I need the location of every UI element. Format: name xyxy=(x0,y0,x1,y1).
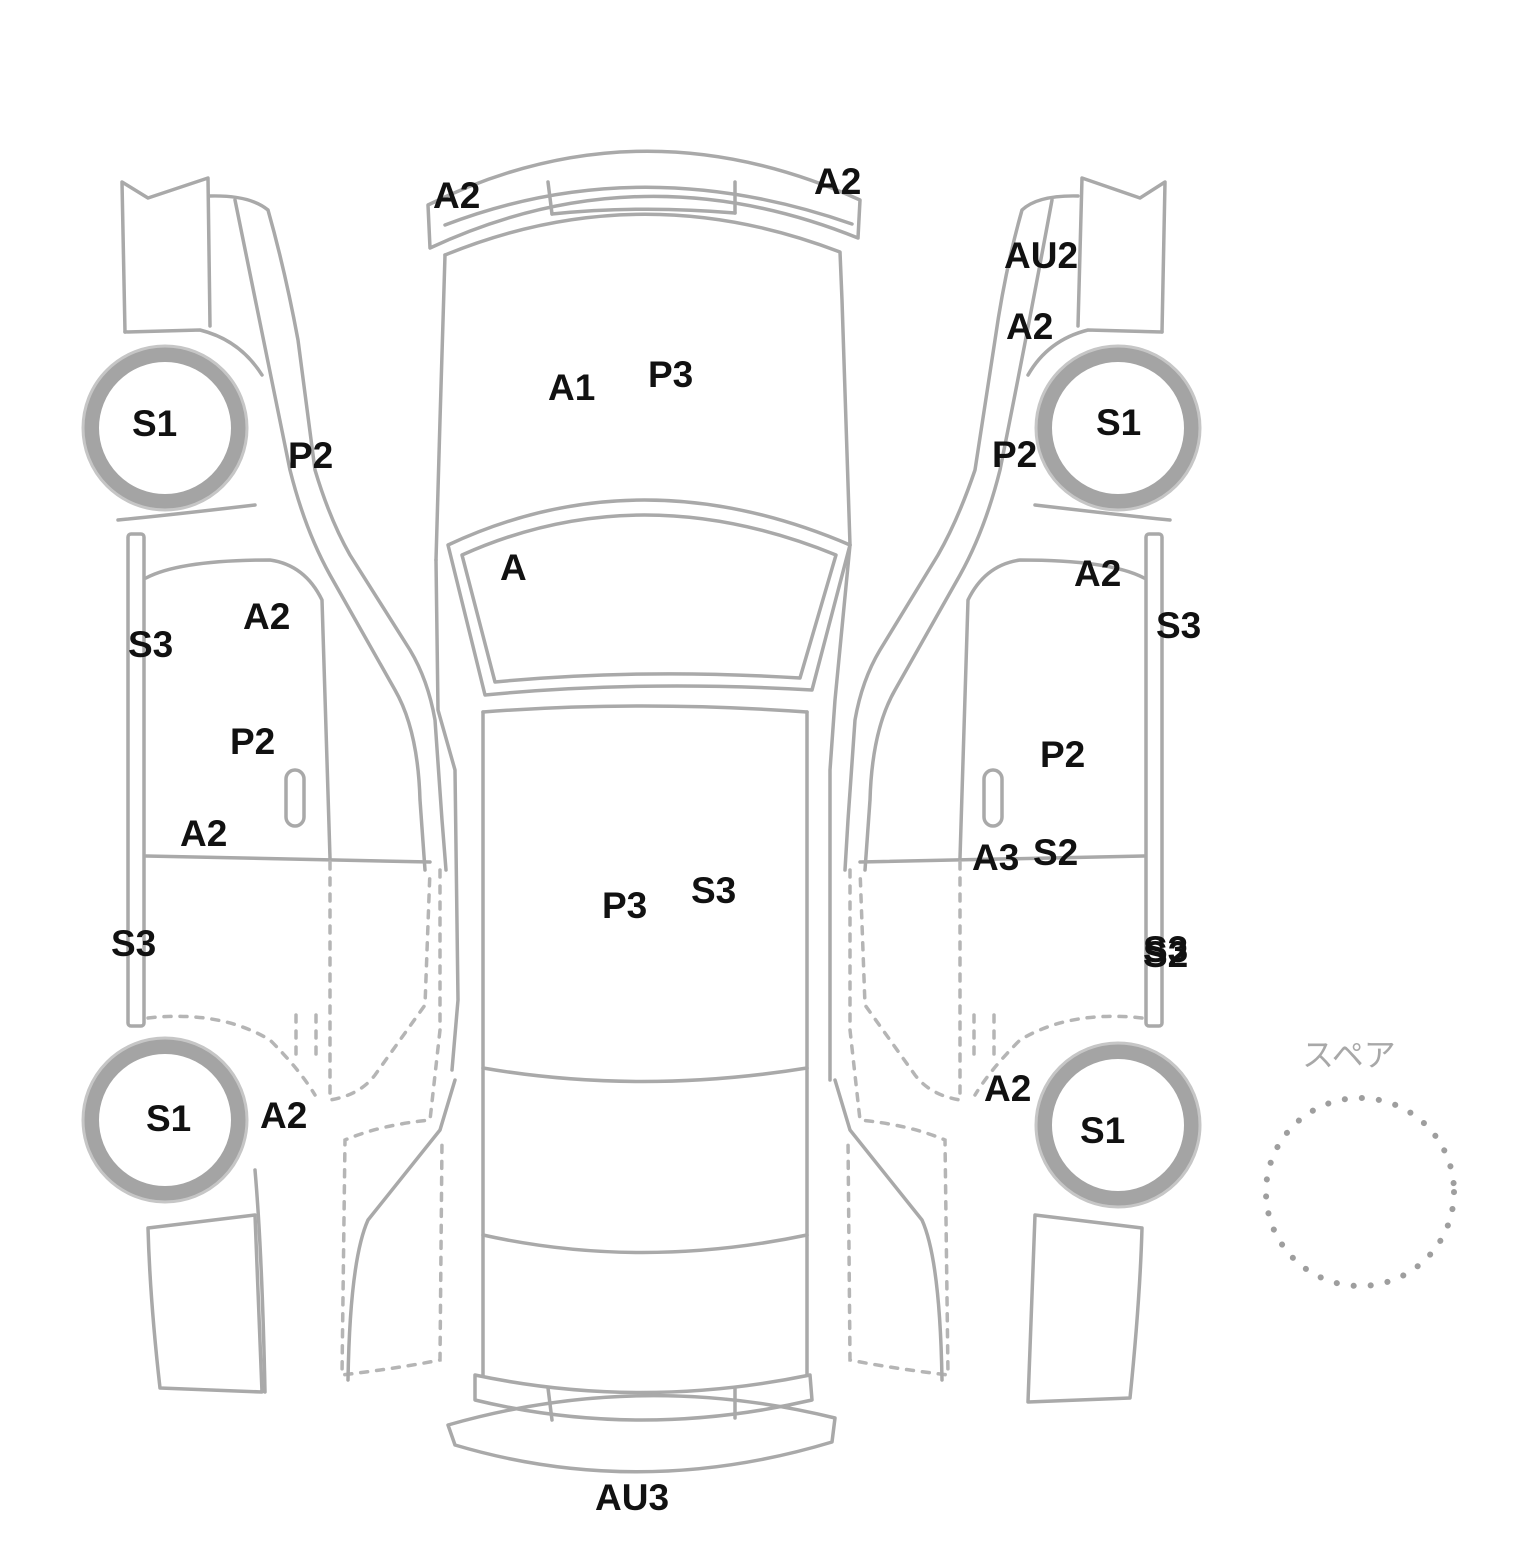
mark-roof-1: P3 xyxy=(602,885,647,926)
mark-right-front-door-lower-2: S2 xyxy=(1033,832,1078,873)
left-front-tire xyxy=(83,346,247,510)
mark-rear-bumper: AU3 xyxy=(595,1477,669,1518)
mark-right-front-door: P2 xyxy=(1040,734,1085,775)
left-rear-panel-line xyxy=(253,1168,267,1394)
mark-left-front-fender: P2 xyxy=(288,435,333,476)
left-rocker-strip xyxy=(126,532,146,1028)
left-door-handle xyxy=(284,768,306,828)
mark-right-rocker-2: S2 xyxy=(1143,934,1188,975)
front-bumper xyxy=(426,149,862,250)
right-mirror xyxy=(1076,176,1167,334)
right-fender-line xyxy=(843,194,1080,872)
mark-left-rocker: S3 xyxy=(111,923,156,964)
right-fender-inner-line xyxy=(863,198,1054,872)
left-fender-inner-line xyxy=(233,198,427,872)
right-rear-bumper xyxy=(1026,1213,1144,1404)
mark-hood-2: P3 xyxy=(648,354,693,395)
windshield xyxy=(446,498,852,697)
mark-left-pillar: S3 xyxy=(128,624,173,665)
left-mirror xyxy=(120,176,212,334)
left-front-bumper xyxy=(123,328,264,377)
right-rear-tire xyxy=(1036,1043,1200,1207)
spare-tire-outline xyxy=(1263,1095,1457,1289)
mark-left-front-door: P2 xyxy=(230,721,275,762)
left-rear-arch-dashed xyxy=(146,1014,317,1097)
roof-sides xyxy=(481,710,809,1377)
left-rear-quarter-dashed xyxy=(340,868,444,1377)
left-rear-bumper xyxy=(146,1213,264,1394)
hood-right-edge xyxy=(443,212,852,547)
right-front-door xyxy=(958,558,1146,860)
mark-right-front-fender-upper: A2 xyxy=(1006,306,1053,347)
hood-left-edge xyxy=(434,253,447,562)
spare-label: スペア xyxy=(1302,1036,1396,1074)
mark-right-rocker-1: S3 xyxy=(1143,929,1188,970)
top-view xyxy=(426,149,862,1474)
mark-front-bumper-left: A2 xyxy=(433,175,480,216)
rear-window-top xyxy=(481,1066,809,1084)
mark-hood-1: A1 xyxy=(548,367,595,408)
damage-marks: S1 P2 A2 S3 P2 A2 S3 S1 A2 A2 A2 A1 P3 A… xyxy=(111,161,1201,1518)
mark-right-front-bumper-corner: AU2 xyxy=(1004,235,1078,276)
left-rear-handle-dashed xyxy=(294,1013,318,1062)
right-door-sill xyxy=(858,854,1146,864)
mark-front-bumper-right: A2 xyxy=(814,161,861,202)
mark-roof-2: S3 xyxy=(691,870,736,911)
trunk-line xyxy=(481,1233,809,1255)
mark-left-front-door-upper: A2 xyxy=(243,596,290,637)
left-door-sill xyxy=(144,854,432,864)
mark-right-rear-quarter: A2 xyxy=(984,1068,1031,1109)
mark-right-front-door-upper: A2 xyxy=(1074,553,1121,594)
mark-right-front-tire: S1 xyxy=(1096,402,1141,443)
rear-deck xyxy=(473,1373,814,1422)
right-side-view xyxy=(833,176,1202,1404)
left-rear-pillar-line xyxy=(346,1078,457,1382)
right-door-handle xyxy=(982,768,1004,828)
rear-bumper xyxy=(446,1393,837,1474)
mark-right-pillar: S3 xyxy=(1156,605,1201,646)
mark-right-front-fender: P2 xyxy=(992,434,1037,475)
mark-right-front-door-lower-1: A3 xyxy=(972,837,1019,878)
right-front-tire xyxy=(1036,346,1200,510)
right-rocker-strip xyxy=(1144,532,1164,1028)
left-front-arch xyxy=(116,503,257,522)
mark-left-rear-tire: S1 xyxy=(146,1098,191,1139)
left-front-door xyxy=(144,558,332,860)
mark-left-front-tire: S1 xyxy=(132,403,177,444)
left-rear-tire xyxy=(83,1038,247,1202)
mark-left-front-door-lower: A2 xyxy=(180,813,227,854)
spare-tire: スペア xyxy=(1263,1036,1457,1289)
mark-left-rear-quarter: A2 xyxy=(260,1095,307,1136)
mark-windshield: A xyxy=(500,547,527,588)
left-rear-door-dashed xyxy=(328,860,432,1103)
left-fender-line xyxy=(208,194,448,872)
mark-right-rear-tire: S1 xyxy=(1080,1110,1125,1151)
left-side-view xyxy=(81,176,457,1394)
